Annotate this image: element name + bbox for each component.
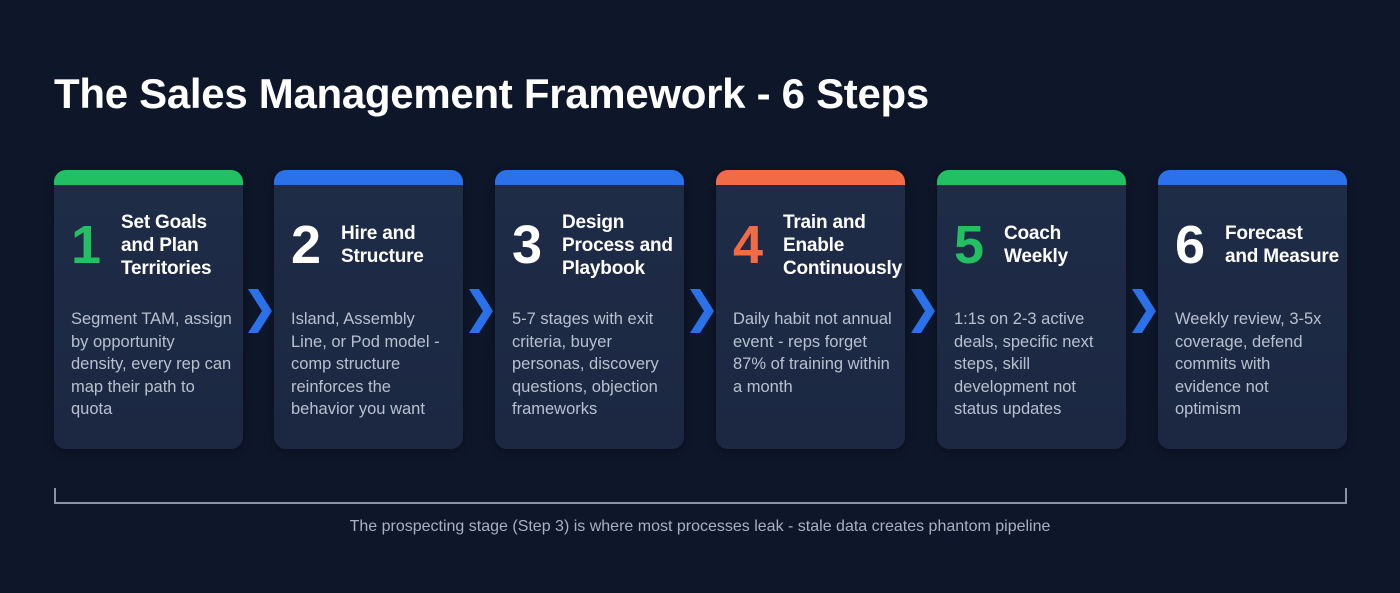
chevron-right-icon bbox=[690, 289, 714, 333]
step-card-1: 1 Set Goals and Plan Territories Segment… bbox=[54, 170, 243, 449]
step-description: Weekly review, 3-5x coverage, defend com… bbox=[1175, 310, 1322, 418]
step-header: 2 Hire and Structure bbox=[291, 210, 455, 280]
step-card-2: 2 Hire and Structure Island, Assembly Li… bbox=[274, 170, 463, 449]
step-header: 3 Design Process and Playbook bbox=[512, 210, 676, 280]
step-accent-bar bbox=[1158, 170, 1347, 185]
step-accent-bar bbox=[716, 170, 905, 185]
step-accent-bar bbox=[937, 170, 1126, 185]
step-header: 4 Train and Enable Continuously bbox=[733, 210, 902, 280]
footnote: The prospecting stage (Step 3) is where … bbox=[349, 518, 1051, 535]
chevron-right-icon bbox=[1132, 289, 1156, 333]
step-header: 5 Coach Weekly bbox=[954, 210, 1118, 280]
step-name: Forecast and Measure bbox=[1225, 223, 1339, 267]
step-name: Hire and Structure bbox=[341, 223, 424, 267]
chevron-right-icon bbox=[469, 289, 493, 333]
step-description: Daily habit not annual event - reps forg… bbox=[733, 310, 892, 396]
step-name: Set Goals and Plan Territories bbox=[121, 211, 212, 279]
step-description: Segment TAM, assign by opportunity densi… bbox=[71, 310, 232, 418]
step-header: 6 Forecast and Measure bbox=[1175, 210, 1339, 280]
step-number: 5 bbox=[954, 215, 985, 275]
step-accent-bar bbox=[274, 170, 463, 185]
step-card-5: 5 Coach Weekly 1:1s on 2-3 active deals,… bbox=[937, 170, 1126, 449]
step-card-3: 3 Design Process and Playbook 5-7 stages… bbox=[495, 170, 684, 449]
step-description: Island, Assembly Line, or Pod model - co… bbox=[291, 310, 440, 418]
step-name: Coach Weekly bbox=[1004, 223, 1068, 267]
step-number: 1 bbox=[71, 215, 102, 275]
step-number: 6 bbox=[1175, 215, 1206, 275]
step-description: 1:1s on 2-3 active deals, specific next … bbox=[954, 310, 1094, 418]
step-accent-bar bbox=[495, 170, 684, 185]
step-name: Design Process and Playbook bbox=[562, 211, 673, 279]
step-header: 1 Set Goals and Plan Territories bbox=[71, 210, 235, 280]
step-card-6: 6 Forecast and Measure Weekly review, 3-… bbox=[1158, 170, 1347, 449]
chevron-right-icon bbox=[911, 289, 935, 333]
step-description: 5-7 stages with exit criteria, buyer per… bbox=[512, 310, 659, 418]
span-bracket bbox=[54, 488, 1347, 504]
step-accent-bar bbox=[54, 170, 243, 185]
step-name: Train and Enable Continuously bbox=[783, 211, 902, 279]
page-title: The Sales Management Framework - 6 Steps bbox=[54, 70, 929, 117]
step-number: 3 bbox=[512, 215, 543, 275]
chevron-right-icon bbox=[248, 289, 272, 333]
step-number: 2 bbox=[291, 215, 322, 275]
step-number: 4 bbox=[733, 215, 764, 275]
step-card-4: 4 Train and Enable Continuously Daily ha… bbox=[716, 170, 905, 449]
